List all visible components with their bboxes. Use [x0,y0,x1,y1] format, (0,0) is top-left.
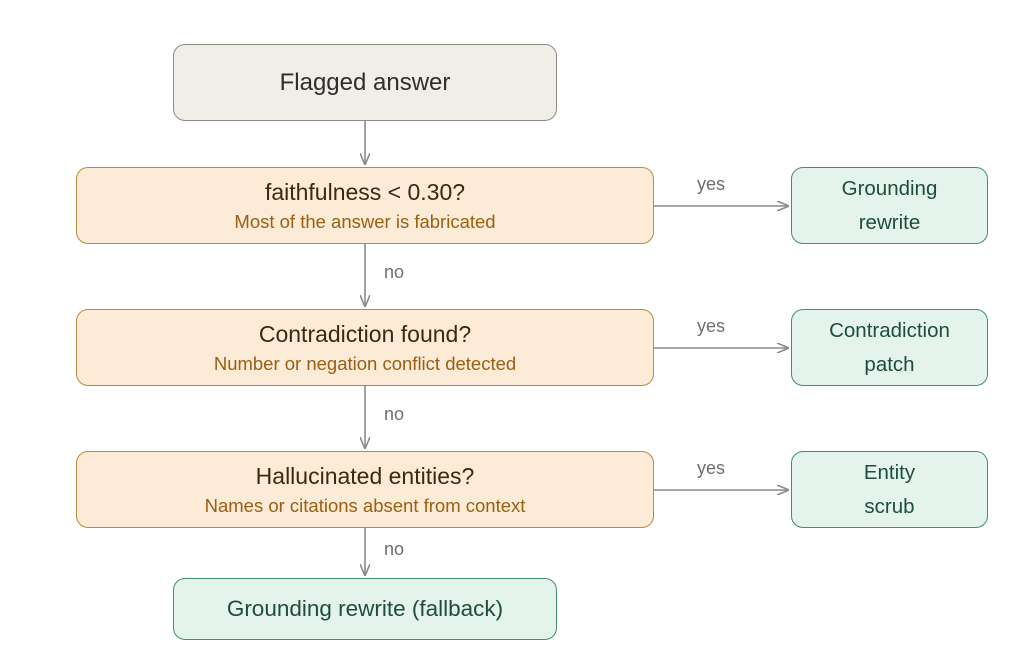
start-node-label: Flagged answer [279,68,451,96]
action-grounding-rewrite: Grounding rewrite [791,167,988,244]
action-label-line-1: Contradiction [829,318,950,342]
decision-detail: Number or negation conflict detected [213,352,517,374]
edge-label-no: no [384,262,405,282]
decision-detail: Most of the answer is fabricated [234,210,496,232]
edge-label-yes: yes [697,174,726,194]
decision-hallucinated-entities: Hallucinated entities? Names or citation… [76,451,654,528]
decision-question: faithfulness < 0.30? [264,178,466,205]
start-node: Flagged answer [173,44,557,121]
action-label-line-1: Entity [863,460,916,484]
action-label-line-2: patch [864,352,915,376]
action-label-line-2: scrub [864,494,915,518]
decision-question: Contradiction found? [258,320,472,347]
action-label-line-2: rewrite [858,210,921,234]
action-entity-scrub: Entity scrub [791,451,988,528]
edge-label-yes: yes [697,316,726,336]
edge-label-no: no [384,404,405,424]
decision-detail: Names or citations absent from context [204,494,526,516]
decision-faithfulness: faithfulness < 0.30? Most of the answer … [76,167,654,244]
fallback-node-label: Grounding rewrite (fallback) [226,596,504,621]
decision-question: Hallucinated entities? [255,462,475,489]
action-contradiction-patch: Contradiction patch [791,309,988,386]
decision-contradiction: Contradiction found? Number or negation … [76,309,654,386]
fallback-node: Grounding rewrite (fallback) [173,578,557,640]
action-label-line-1: Grounding [841,176,938,200]
edge-label-no: no [384,539,405,559]
edge-label-yes: yes [697,458,726,478]
